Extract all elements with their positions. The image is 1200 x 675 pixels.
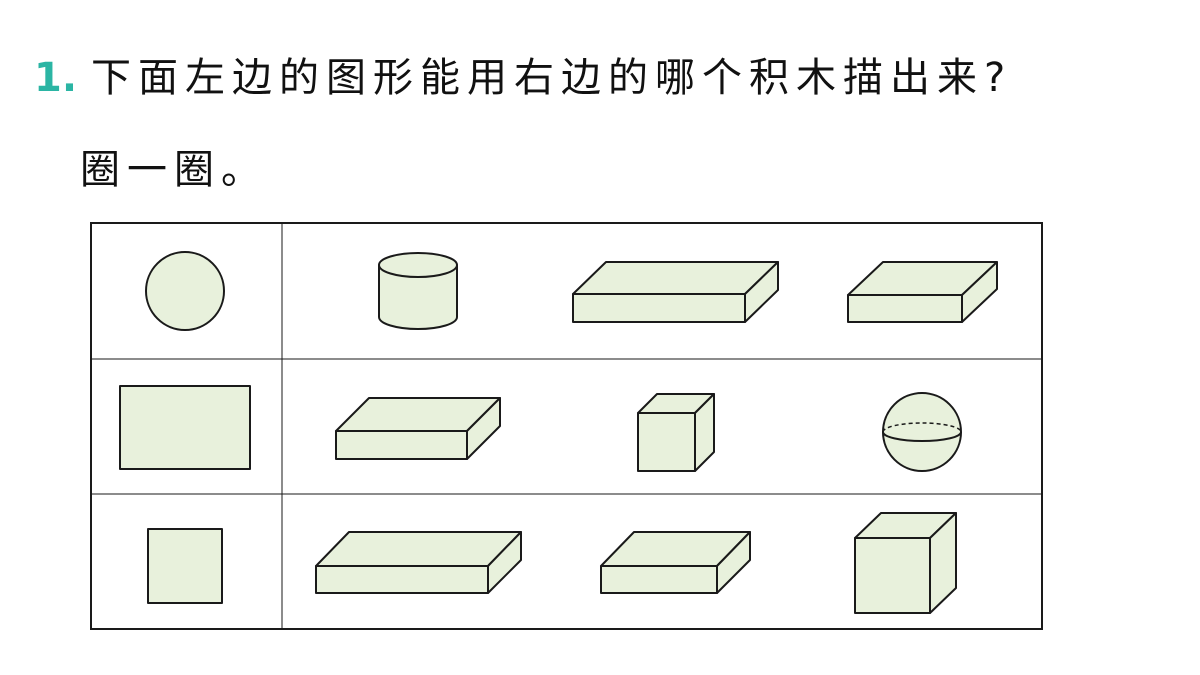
question-number: 1. bbox=[34, 55, 78, 101]
row-1 bbox=[145, 251, 998, 331]
long-flat-cuboid-block[interactable] bbox=[572, 261, 779, 323]
question-instruction: 圈一圈。 bbox=[80, 147, 268, 193]
flat-cuboid-block[interactable] bbox=[335, 397, 501, 460]
circle-shape bbox=[145, 251, 225, 331]
cube-block[interactable] bbox=[637, 393, 715, 472]
short-flat-cuboid-block[interactable] bbox=[847, 261, 998, 323]
sphere-block[interactable] bbox=[882, 392, 962, 472]
cube-block[interactable] bbox=[854, 512, 957, 614]
question-line-1: 1. 下面左边的图形能用右边的哪个积木描出来? bbox=[34, 50, 1012, 106]
long-flat-cuboid-block[interactable] bbox=[315, 531, 522, 594]
rectangle-shape bbox=[119, 385, 251, 470]
row-2 bbox=[119, 385, 962, 472]
question-text: 下面左边的图形能用右边的哪个积木描出来? bbox=[91, 55, 1013, 101]
table-frame bbox=[90, 222, 1043, 630]
square-shape bbox=[147, 528, 223, 604]
short-flat-cuboid-block[interactable] bbox=[600, 531, 751, 594]
row-3 bbox=[147, 512, 957, 614]
cylinder-block[interactable] bbox=[378, 252, 458, 330]
